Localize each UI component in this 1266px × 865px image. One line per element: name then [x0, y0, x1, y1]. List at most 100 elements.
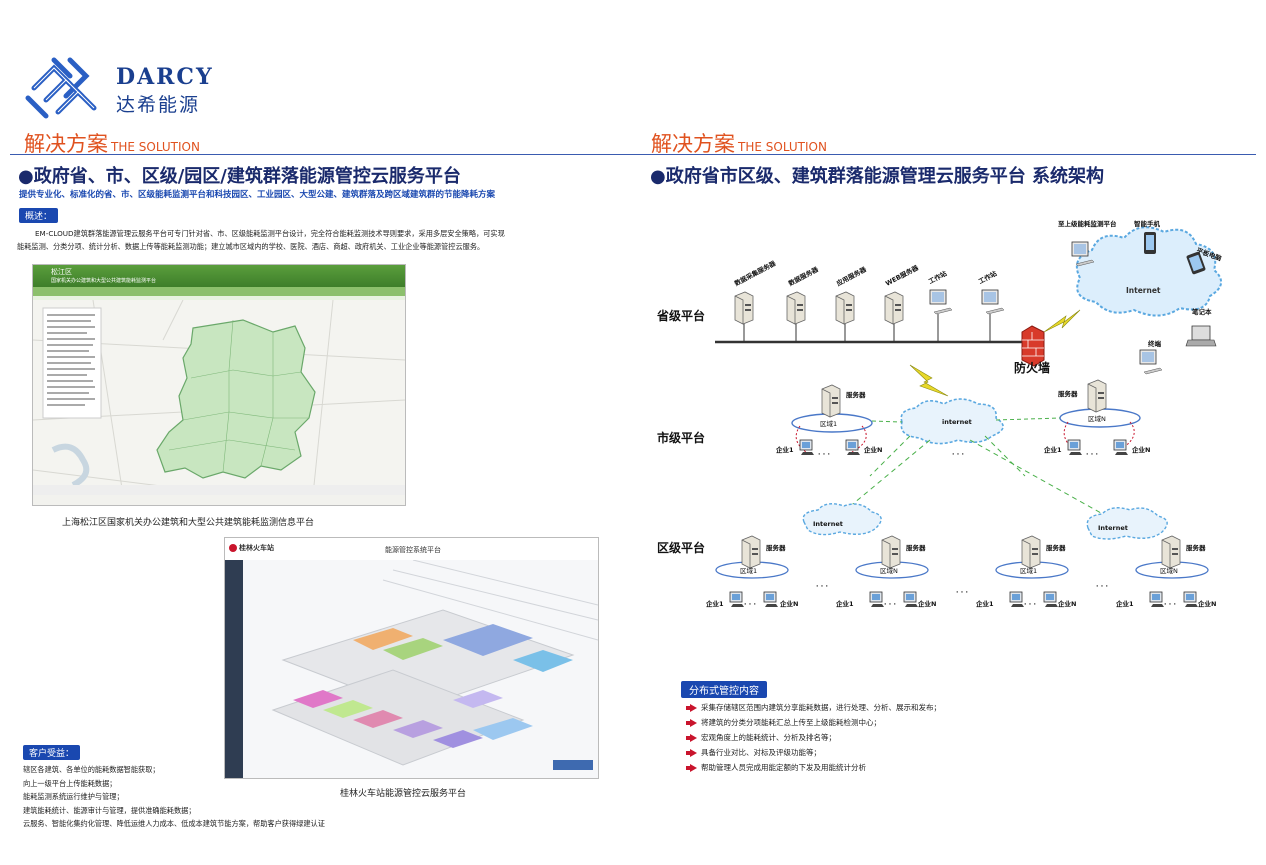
overview-tag: 概述：	[19, 208, 59, 223]
city-dots: · · ·	[818, 450, 830, 458]
province-server-label: 数据服务器	[787, 264, 820, 287]
city-ent-label: 企业N	[863, 445, 882, 454]
right-page-title: ●政府省市区级、建筑群落能源管理云服务平台 系统架构	[650, 166, 1104, 187]
shot1-district: 松江区	[51, 268, 72, 276]
district-area-label: 区域1	[740, 566, 757, 575]
district-ent-label: 企业N	[1057, 599, 1076, 608]
district-area: 服务器 区域N 企业1 企业N · · ·	[835, 535, 936, 608]
function-item: 宏观角度上的能耗统计、分析及排名等；	[684, 730, 941, 745]
benefit-item: 向上一级平台上传能耗数据；	[23, 778, 117, 788]
district-server-label: 服务器	[1186, 543, 1206, 552]
city-area-label: 区域1	[820, 419, 837, 428]
shot1-header: 松江区 国家机关办公建筑和大型公共建筑能耗监测平台	[33, 265, 405, 287]
district-dots: · · ·	[1024, 600, 1036, 608]
function-item: 采集存储辖区范围内建筑分享能耗数据，进行处理、分析、展示和发布；	[684, 700, 941, 715]
function-item: 帮助管理人员完成用能定额的下发及用能统计分析	[684, 760, 941, 775]
terminal-icon	[1139, 349, 1163, 375]
district-area: 服务器 区域1 企业1 企业N · · ·	[975, 535, 1076, 608]
province-server-label: WEB服务器	[884, 263, 921, 288]
smartphone-label: 智能手机	[1134, 219, 1161, 228]
terminal-label: 终端	[1148, 339, 1162, 348]
function-item: 将建筑的分类分项能耗汇总上传至上级能耗检测中心；	[684, 715, 941, 730]
shot2-station: 桂林火车站	[239, 544, 274, 552]
district-ent-label: 企业N	[917, 599, 936, 608]
district-ent-label: 企业1	[835, 599, 854, 608]
system-architecture-diagram: 省级平台 市级平台 区级平台 数据采集服务器 数据服务器 应用服务器 WEB服务…	[656, 219, 1223, 608]
district-ent-label: 企业1	[705, 599, 724, 608]
district-ent-label: 企业1	[1115, 599, 1134, 608]
city-ent-label: 企业1	[775, 445, 794, 454]
province-server-label: 数据采集服务器	[733, 258, 778, 288]
city-server-label: 服务器	[846, 390, 866, 399]
laptop-icon	[1185, 325, 1217, 347]
benefit-list: 辖区各建筑、各单位的能耗数据智能获取； 向上一级平台上传能耗数据； 能耗监测系统…	[23, 763, 325, 831]
city-internet-label: internet	[942, 418, 972, 426]
district-area-label: 区域N	[1160, 566, 1178, 575]
benefit-item: 能耗监测系统运行维护与管理；	[23, 792, 124, 801]
darcy-logo-mark-icon	[25, 57, 97, 119]
overview-line-1: EM-CLOUD建筑群落能源管理云服务平台可专门针对省、市、区级能耗监测平台设计…	[35, 229, 505, 238]
shot2-header: 桂林火车站 能源管控系统平台	[225, 538, 598, 561]
city-area-label: 区域N	[1088, 414, 1106, 423]
district-area: 服务器 区域N 企业1 企业N · · ·	[1115, 535, 1216, 608]
shot2-logo-icon	[229, 544, 237, 552]
left-page-subtitle: 提供专业化、标准化的省、市、区级能耗监测平台和科技园区、工业园区、大型公建、建筑…	[19, 190, 496, 200]
province-servers	[734, 289, 1005, 342]
shot2-sidebar	[225, 560, 243, 778]
overview-line-2: 能耗监测、分类分项、统计分析、数据上传等能耗监测功能；建立城市区域内的学校、医院…	[17, 242, 485, 251]
red-arrow-icon	[686, 718, 697, 727]
district-ent-label: 企业1	[975, 599, 994, 608]
lightning-icon	[1043, 309, 1081, 333]
district-area-label: 区域N	[880, 566, 898, 575]
district-between-dots: · · ·	[956, 588, 968, 596]
district-area: 服务器 区域1 企业1 企业N · · ·	[705, 535, 798, 608]
red-arrow-icon	[686, 748, 697, 757]
district-map-shape	[156, 319, 316, 479]
city-dots: · · ·	[1086, 450, 1098, 458]
overview-text: EM-CLOUD建筑群落能源管理云服务平台可专门针对省、市、区级能耗监测平台设计…	[17, 227, 617, 253]
guilin-platform-screenshot: 桂林火车站 能源管控系统平台	[224, 537, 599, 779]
district-dots: · · ·	[884, 600, 896, 608]
shot1-map	[33, 300, 405, 495]
red-arrow-icon	[686, 733, 697, 742]
district-internet-cloud-icon	[802, 503, 882, 536]
district-between-dots: · · ·	[816, 582, 828, 590]
guilin-caption: 桂林火车站能源管控云服务平台	[340, 789, 467, 799]
district-server-label: 服务器	[906, 543, 926, 552]
shot2-3d-floorplan	[243, 560, 598, 778]
district-between-dots: · · ·	[1096, 582, 1108, 590]
district-internet-label: Internet	[813, 520, 843, 528]
header-divider-left	[10, 154, 620, 155]
city-area-N: 服务器 区域N 企业1 企业N · · ·	[1043, 379, 1150, 458]
tablet-icon	[1186, 251, 1206, 275]
province-server-label: 工作站	[927, 268, 949, 285]
shot1-toolbar	[33, 296, 405, 300]
district-internet-label: Internet	[1098, 524, 1128, 532]
songjiang-caption: 上海松江区国家机关办公建筑和大型公共建筑能耗监测信息平台	[62, 518, 315, 528]
shot1-system-title: 国家机关办公建筑和大型公共建筑能耗监测平台	[51, 278, 157, 284]
left-section-en: THE SOLUTION	[111, 140, 200, 154]
shot1-nav-bar	[33, 287, 405, 296]
city-area-1: 服务器 区域1 企业1 企业N · · ·	[775, 384, 882, 458]
district-ent-label: 企业N	[779, 599, 798, 608]
shot2-system-title: 能源管控系统平台	[385, 546, 441, 554]
right-section-en: THE SOLUTION	[738, 140, 827, 154]
district-server-label: 服务器	[766, 543, 786, 552]
benefit-item: 建筑能耗统计、能源审计与管理，提供准确能耗数据；	[23, 805, 196, 815]
level-city: 市级平台	[657, 430, 705, 445]
firewall-icon	[1021, 325, 1045, 367]
city-internet-cloud-icon	[900, 398, 1004, 445]
city-ent-label: 企业1	[1043, 445, 1062, 454]
district-server-label: 服务器	[1046, 543, 1066, 552]
func-tag: 分布式管控内容	[681, 681, 767, 698]
benefit-tag: 客户受益：	[23, 745, 81, 760]
red-arrow-icon	[686, 763, 697, 772]
left-section-cn: 解决方案	[24, 132, 108, 156]
district-dots: · · ·	[744, 600, 756, 608]
city-ent-label: 企业N	[1131, 445, 1150, 454]
benefit-item: 云服务、智能化集约化管理、降低运维人力成本、低成本建筑节能方案，帮助客户获得绿建…	[23, 819, 325, 828]
company-logo: DARCY 达希能源	[24, 52, 224, 124]
level-province: 省级平台	[656, 308, 705, 323]
